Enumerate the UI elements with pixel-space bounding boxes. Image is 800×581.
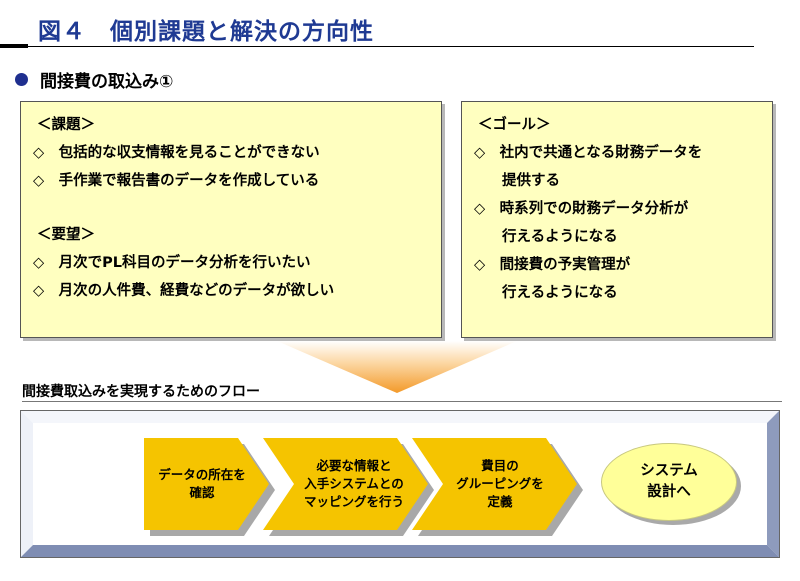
flow-step-shape bbox=[144, 438, 275, 536]
issue-item: ◇ 包括的な収支情報を見ることができない bbox=[33, 145, 320, 161]
final-step: システム 設計へ bbox=[601, 443, 743, 527]
final-step-line: 設計へ bbox=[647, 484, 691, 500]
flow-step-2: 必要な情報と 入手システムとの マッピングを行う bbox=[292, 438, 416, 530]
final-step-label: システム 設計へ bbox=[601, 443, 737, 521]
goal-item: ◇ 社内で共通となる財務データを bbox=[474, 145, 703, 161]
page-title: 図４ 個別課題と解決の方向性 bbox=[38, 19, 374, 45]
goals-heading: ＜ゴール＞ bbox=[478, 117, 551, 133]
title-rule-thick bbox=[0, 44, 28, 48]
flow-step-2-line: 必要な情報と bbox=[316, 457, 392, 473]
flow-step-1-line: 確認 bbox=[189, 485, 215, 500]
flow-step-1: データの所在を 確認 bbox=[150, 438, 254, 530]
flow-step-2-line: 入手システムとの bbox=[304, 475, 404, 491]
issue-item: ◇ 手作業で報告書のデータを作成している bbox=[33, 173, 320, 189]
final-step-ellipse bbox=[601, 443, 737, 521]
request-item: ◇ 月次の人件費、経費などのデータが欲しい bbox=[33, 283, 335, 299]
section-heading: 間接費の取込み① bbox=[15, 66, 173, 92]
section-title: 間接費の取込み① bbox=[40, 71, 174, 92]
bullet-icon bbox=[15, 72, 28, 86]
goal-item-continuation: 提供する bbox=[502, 173, 560, 189]
goal-item-continuation: 行えるようになる bbox=[502, 229, 618, 245]
flow-step-shape bbox=[412, 438, 583, 536]
final-step-line: システム bbox=[640, 462, 698, 479]
requests-heading: ＜要望＞ bbox=[37, 227, 95, 243]
title-bar: 図４ 個別課題と解決の方向性 bbox=[0, 0, 800, 52]
issues-panel: ＜課題＞ ◇ 包括的な収支情報を見ることができない ◇ 手作業で報告書のデータを… bbox=[20, 101, 442, 338]
goal-item: ◇ 時系列での財務データ分析が bbox=[474, 201, 689, 217]
funnel-arrow-icon bbox=[277, 341, 517, 393]
flow-step-3-line: グルーピングを bbox=[456, 475, 544, 491]
issues-heading: ＜課題＞ bbox=[37, 117, 95, 133]
goals-panel: ＜ゴール＞ ◇ 社内で共通となる財務データを 提供する ◇ 時系列での財務データ… bbox=[461, 101, 773, 338]
flow-step-shape bbox=[263, 438, 434, 536]
flow-step-3: 費目の グルーピングを 定義 bbox=[441, 438, 559, 530]
flow-step-1-line: データの所在を bbox=[158, 466, 246, 482]
goal-item-continuation: 行えるようになる bbox=[502, 285, 618, 301]
goal-item: ◇ 間接費の予実管理が bbox=[474, 257, 631, 273]
flow-bevel bbox=[21, 411, 779, 557]
flow-title: 間接費取込みを実現するためのフロー bbox=[22, 384, 260, 400]
request-item: ◇ 月次でPL科目のデータ分析を行いたい bbox=[33, 255, 311, 271]
flow-title-rule bbox=[22, 401, 782, 402]
flow-step-2-line: マッピングを行う bbox=[303, 494, 404, 510]
flow-step-3-line: 定義 bbox=[487, 494, 513, 510]
flow-step-3-line: 費目の bbox=[481, 457, 519, 473]
title-rule-thin bbox=[28, 46, 754, 47]
